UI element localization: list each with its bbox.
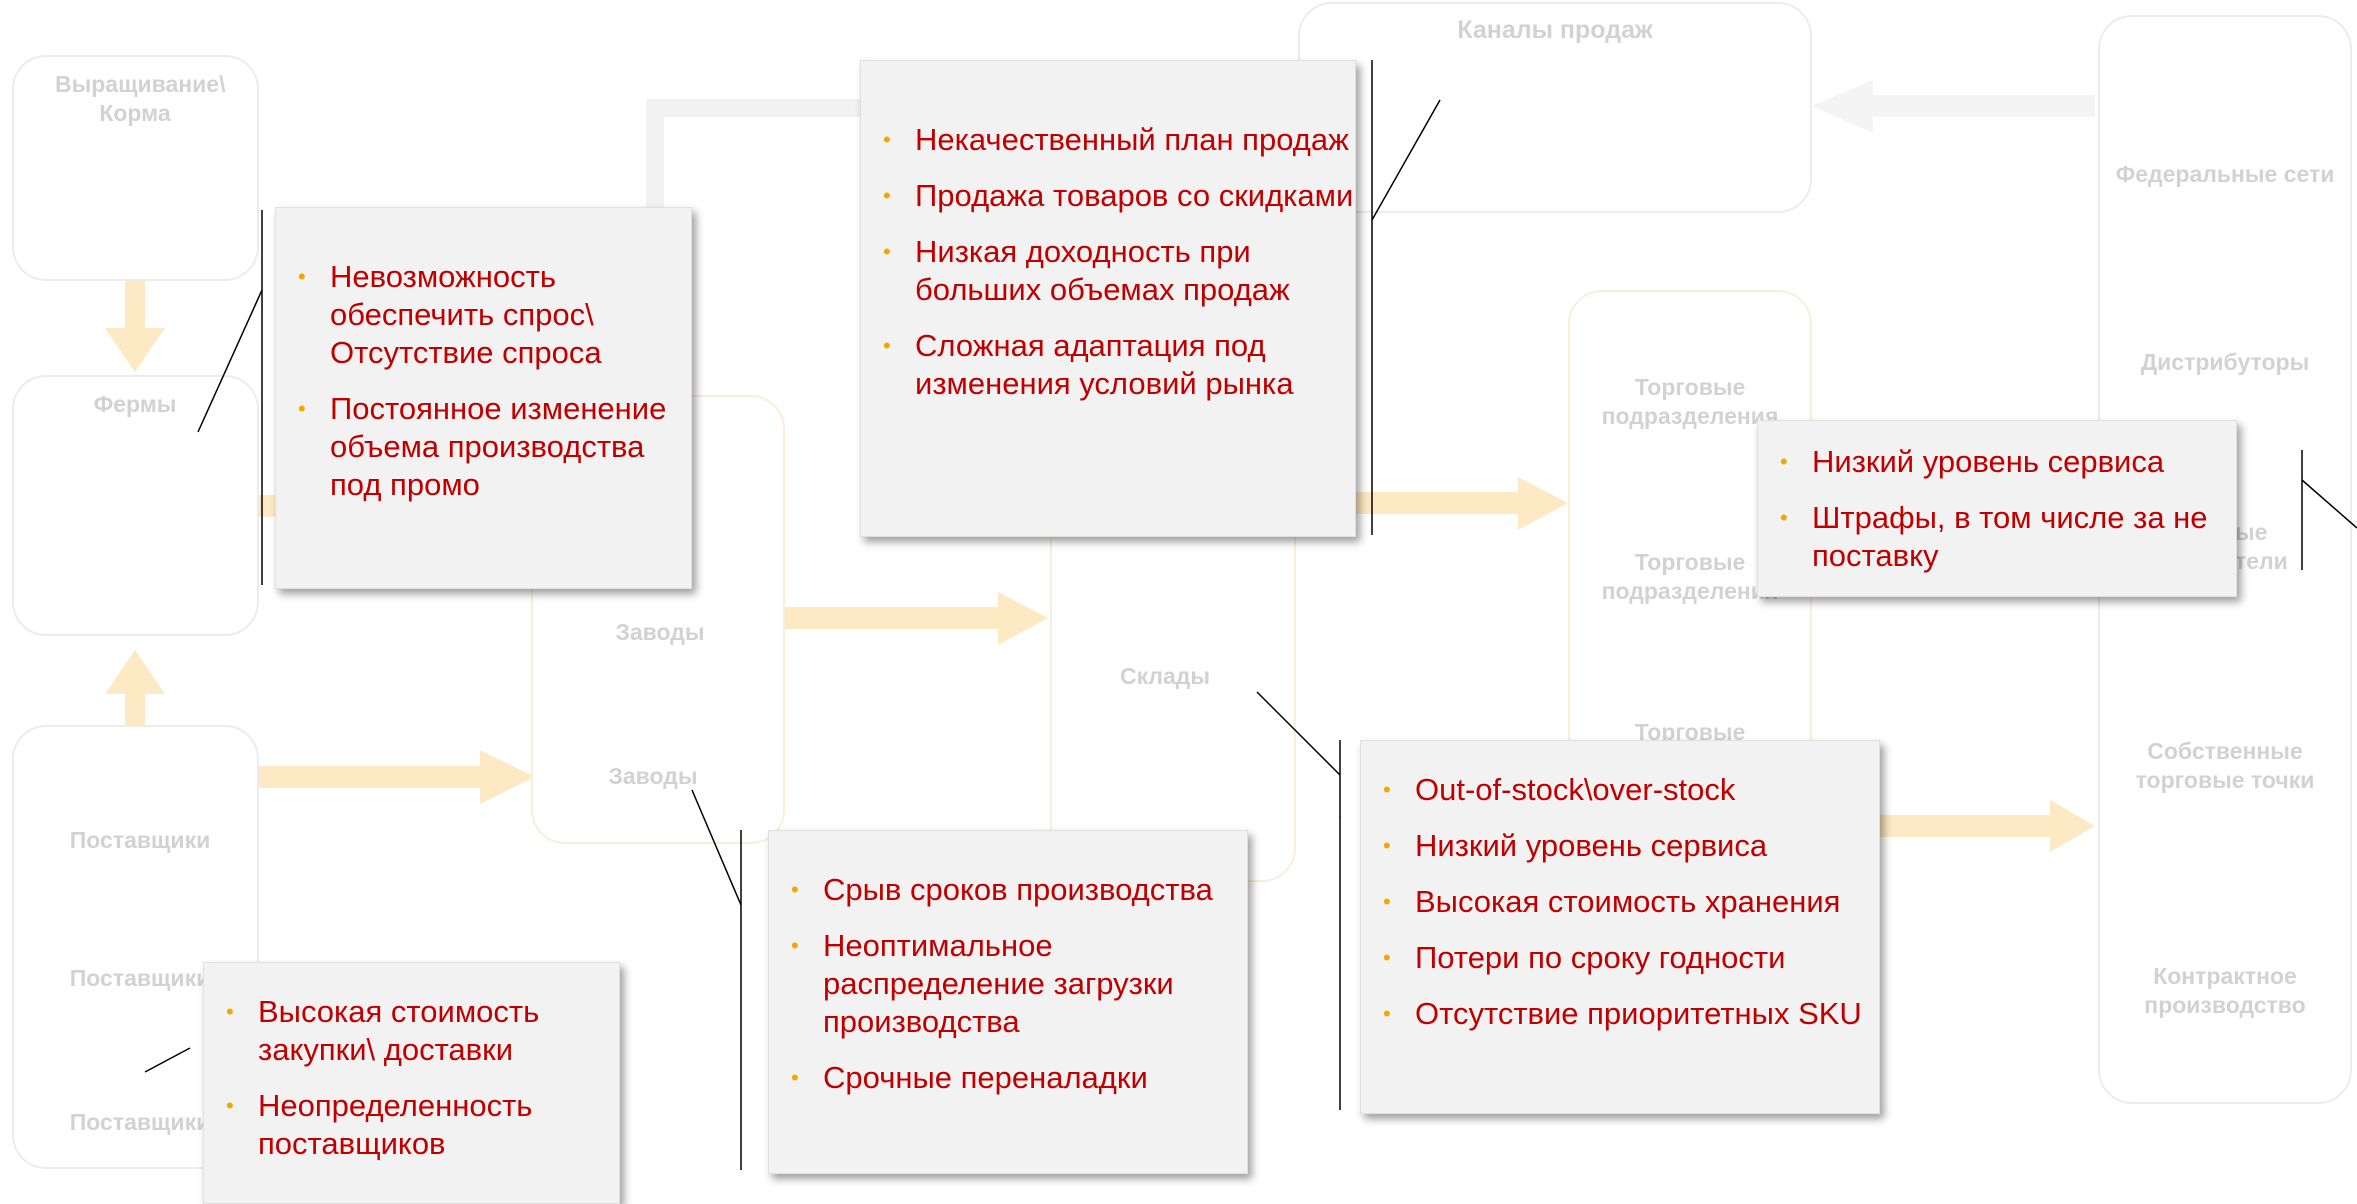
bullet-icon: • [883,127,891,152]
plant-label-1: Заводы [615,619,705,645]
callout-item: •Невозможность обеспечить спрос\ Отсутст… [298,259,602,370]
plant-label-2: Заводы [608,763,698,789]
callout-item: •Постоянное изменение объема производств… [298,391,667,502]
callout-item: •Отсутствие приоритетных SKU [1383,996,1862,1031]
bullet-icon: • [883,333,891,358]
callout-production: •Срыв сроков производства •Неоптимальное… [768,830,1248,1174]
supplier-label-1: Поставщики [69,827,211,853]
callout-farms: •Невозможность обеспечить спрос\ Отсутст… [275,207,692,589]
callout-item: •Неопределенность поставщиков [226,1088,533,1161]
flow-arrows [105,280,2095,852]
callout-item: •Низкая доходность при больших объемах п… [883,234,1290,307]
farming-panel [12,55,259,281]
bullet-icon: • [1780,505,1788,530]
callout-item: •Срыв сроков производства [791,872,1213,907]
bullet-icon: • [791,877,799,902]
trade-division-label-2: Торговые подразделения [1601,549,1779,604]
supplier-label-3: Поставщики [69,1109,211,1135]
bullet-icon: • [1383,833,1391,858]
flow-arrow-grey [1812,80,2095,133]
warehouses-label: Склады [1119,663,1211,689]
callout-suppliers: •Высокая стоимость закупки\ доставки •Не… [203,962,620,1204]
callout-item: •Некачественный план продаж [883,122,1349,157]
sales-channels-title: Каналы продаж [1457,16,1653,44]
bullet-icon: • [298,264,306,289]
callout-item: •Out-of-stock\over-stock [1383,772,1736,807]
callout-item: •Сложная адаптация под изменения условий… [883,328,1294,401]
farming-label: Выращивание\ Корма [55,71,226,126]
bullet-icon: • [298,396,306,421]
callout-item: •Высокая стоимость хранения [1383,884,1841,919]
callout-sales: •Некачественный план продаж •Продажа тов… [860,60,1356,537]
bullet-icon: • [791,1065,799,1090]
bullet-icon: • [791,933,799,958]
farms-label: Фермы [93,391,177,417]
customer-label-contract: Контрактное производство [2144,963,2306,1018]
callout-item: •Срочные переналадки [791,1060,1148,1095]
supplier-label-2: Поставщики [69,965,211,991]
bullet-icon: • [1383,777,1391,802]
bullet-icon: • [1383,889,1391,914]
bullet-icon: • [1780,449,1788,474]
bullet-icon: • [883,239,891,264]
bullet-icon: • [1383,945,1391,970]
callout-item: •Высокая стоимость закупки\ доставки [226,994,540,1067]
callout-item: •Низкий уровень сервиса [1383,828,1768,863]
callout-item: •Низкий уровень сервиса [1780,444,2165,479]
bullet-icon: • [883,183,891,208]
customer-label-distributors: Дистрибуторы [2140,349,2310,375]
bullet-icon: • [226,1093,234,1118]
customer-label-partial: ые тели [2235,519,2288,574]
callout-customers: •Низкий уровень сервиса •Штрафы, в том ч… [1757,420,2237,597]
customer-label-federal: Федеральные сети [2115,161,2335,187]
callout-item: •Потери по сроку годности [1383,940,1786,975]
farms-panel [12,375,259,636]
trade-division-label-1: Торговые подразделения [1601,374,1779,429]
bullet-icon: • [1383,1001,1391,1026]
bullet-icon: • [226,999,234,1024]
callout-warehouse: •Out-of-stock\over-stock •Низкий уровень… [1360,740,1880,1114]
callout-item: •Штрафы, в том числе за не поставку [1780,500,2208,573]
warehouses-panel [1050,500,1296,882]
customer-label-own-stores: Собственные торговые точки [2135,738,2315,793]
callout-item: •Продажа товаров со скидками [883,178,1354,213]
callout-item: •Неоптимальное распределение загрузки пр… [791,928,1174,1039]
